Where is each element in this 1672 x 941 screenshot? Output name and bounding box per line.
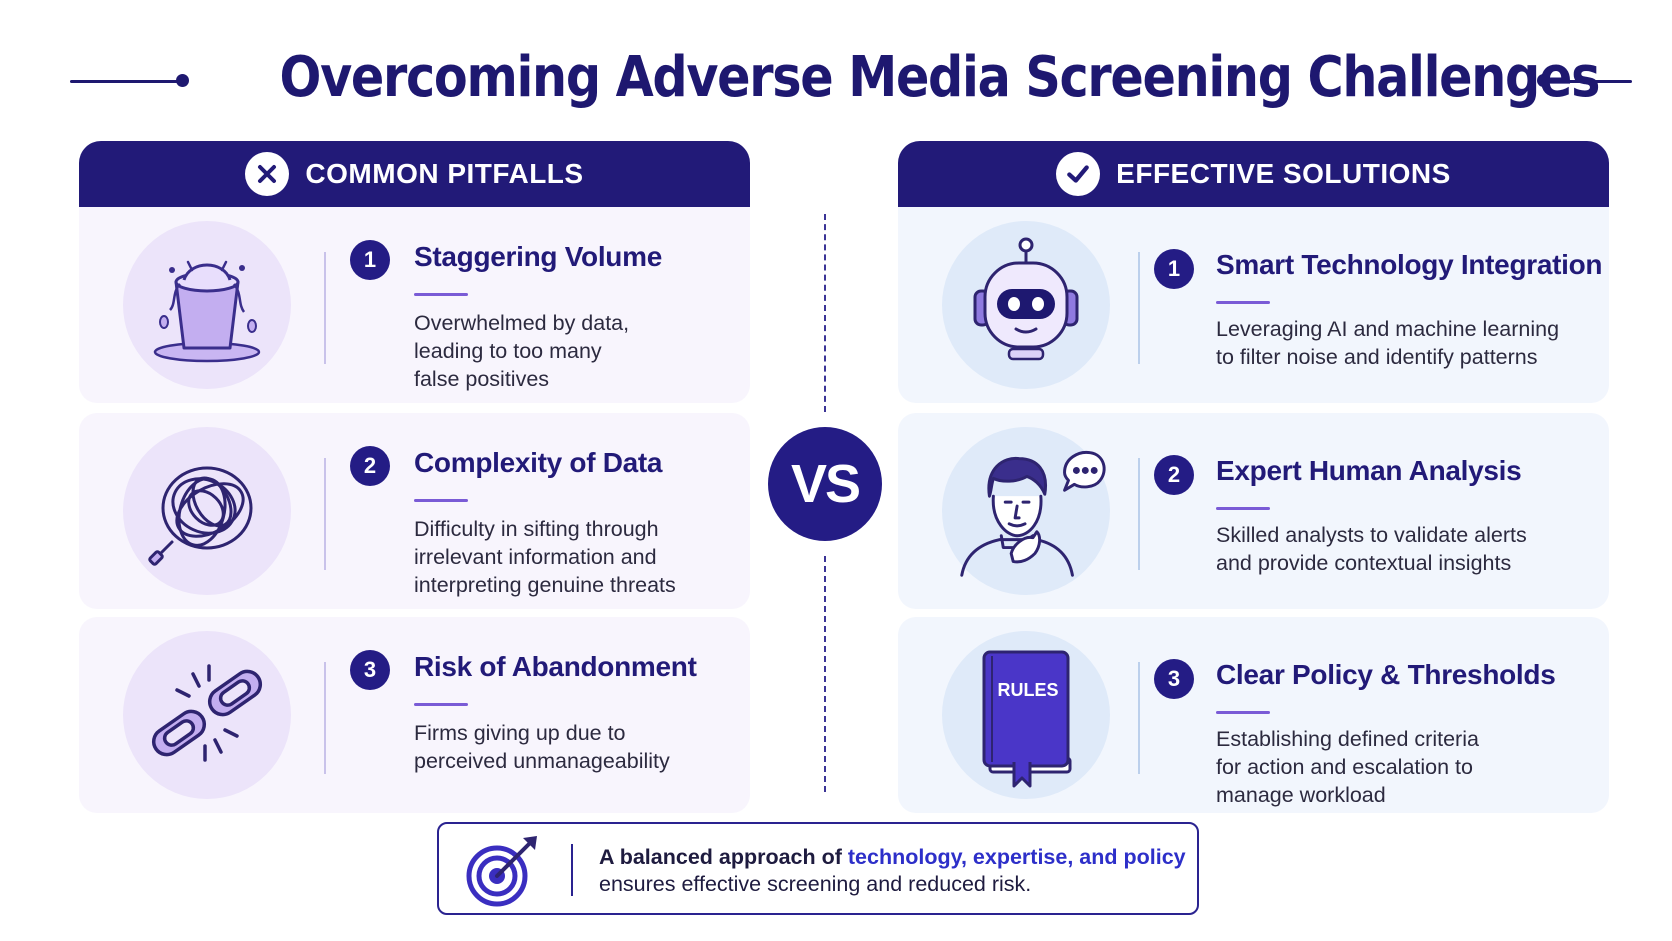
pitfall-card-3: 3 Risk of Abandonment Firms giving up du…: [79, 617, 750, 813]
card-divider: [1138, 662, 1140, 774]
tangled-cable-icon: [123, 427, 291, 595]
footer-prefix: A balanced approach of: [599, 845, 848, 869]
solution-description: Establishing defined criteria for action…: [1216, 727, 1479, 807]
page-title: Overcoming Adverse Media Screening Chall…: [279, 45, 1601, 110]
vs-dashed-line-bottom: [824, 556, 826, 792]
step-number-badge: 3: [1154, 659, 1194, 699]
title-underline: [1216, 711, 1270, 714]
footer-divider: [571, 844, 573, 896]
solution-card-2: 2 Expert Human Analysis Skilled analysts…: [898, 413, 1609, 609]
pitfalls-header: COMMON PITFALLS: [79, 141, 750, 207]
solution-description: Leveraging AI and machine learning to fi…: [1216, 317, 1560, 369]
pitfall-description: Difficulty in sifting through irrelevant…: [414, 517, 676, 597]
title-underline: [414, 293, 468, 296]
solution-title: Clear Policy & Thresholds: [1216, 659, 1556, 690]
title-rule-left: [70, 80, 180, 83]
footer-text: A balanced approach of technology, exper…: [599, 844, 1186, 898]
overflowing-bucket-icon: [123, 221, 291, 389]
solution-card-1: 1 Smart Technology Integration Leveragin…: [898, 207, 1609, 403]
pitfall-card-2: 2 Complexity of Data Difficulty in sifti…: [79, 413, 750, 609]
title-dot-left: [176, 74, 189, 87]
footer-highlight: technology, expertise, and policy: [847, 845, 1186, 869]
solution-description: Skilled analysts to validate alerts and …: [1216, 523, 1527, 575]
robot-icon: [942, 221, 1110, 389]
x-circle-icon: [245, 152, 290, 196]
step-number-badge: 2: [350, 446, 390, 486]
title-dot-right: [1537, 74, 1550, 87]
step-number-badge: 1: [350, 240, 390, 280]
solution-card-3: RULES 3 Clear Policy & Thresholds Establ…: [898, 617, 1609, 813]
solutions-header-label: EFFECTIVE SOLUTIONS: [1116, 158, 1451, 189]
vs-dashed-line-top: [824, 214, 826, 412]
target-arrow-icon: [463, 832, 543, 908]
vs-badge: VS: [768, 427, 882, 541]
summary-footer: A balanced approach of technology, exper…: [437, 822, 1199, 915]
step-number-badge: 1: [1154, 249, 1194, 289]
card-divider: [324, 662, 326, 774]
card-divider: [1138, 252, 1140, 364]
check-circle-icon: [1056, 152, 1101, 196]
card-divider: [324, 252, 326, 364]
solution-title: Smart Technology Integration: [1216, 249, 1603, 280]
rules-label: RULES: [997, 680, 1058, 700]
title-bar: Overcoming Adverse Media Screening Chall…: [0, 36, 1672, 120]
pitfall-title: Risk of Abandonment: [414, 651, 697, 682]
card-divider: [1138, 458, 1140, 570]
step-number-badge: 3: [350, 650, 390, 690]
solution-title: Expert Human Analysis: [1216, 455, 1522, 486]
rules-book-icon: RULES: [942, 631, 1110, 799]
solutions-header: EFFECTIVE SOLUTIONS: [898, 141, 1609, 207]
step-number-badge: 2: [1154, 455, 1194, 495]
title-underline: [1216, 507, 1270, 510]
footer-line-2: ensures effective screening and reduced …: [599, 872, 1032, 896]
pitfalls-header-label: COMMON PITFALLS: [305, 158, 584, 189]
pitfall-title: Complexity of Data: [414, 447, 663, 478]
pitfall-description: Firms giving up due to perceived unmanag…: [414, 721, 670, 773]
card-divider: [324, 458, 326, 570]
thinking-analyst-icon: [942, 427, 1110, 595]
title-underline: [1216, 301, 1270, 304]
pitfall-description: Overwhelmed by data, leading to too many…: [414, 311, 630, 391]
broken-chain-icon: [123, 631, 291, 799]
title-rule-right: [1545, 80, 1632, 83]
title-underline: [414, 499, 468, 502]
title-underline: [414, 703, 468, 706]
pitfall-card-1: 1 Staggering Volume Overwhelmed by data,…: [79, 207, 750, 403]
pitfall-title: Staggering Volume: [414, 241, 662, 272]
